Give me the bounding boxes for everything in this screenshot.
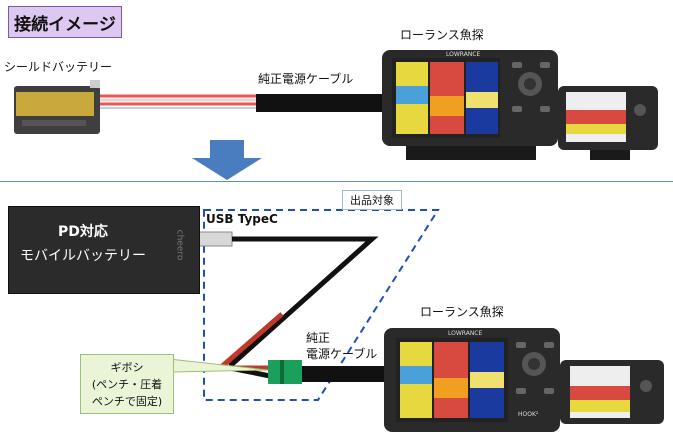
usb-label: USB TypeC [206,212,278,226]
battery-wires [100,94,256,109]
down-arrow [192,140,262,180]
battery-brand: cheero [174,229,185,261]
scope-dashed-outline [203,209,440,401]
power-cable-top [256,94,386,112]
usb-plug [195,231,233,247]
bottom-connection-illustration: LOWRANCE HOOK² [158,209,664,432]
pd-battery-line1: PD対応 [58,224,108,240]
fishfinder-large-top [382,50,558,160]
power-cable-bottom [302,366,392,382]
model-mark-bottom: HOOK² [518,411,539,418]
usb-cable [228,236,379,368]
shield-battery [14,80,100,134]
section-divider [0,181,673,182]
cable-label-bottom-line2: 電源ケーブル [306,347,378,361]
fishfinder-small-bottom [560,360,664,424]
pd-mobile-battery [8,206,200,294]
callout-pointer [158,357,269,373]
fishfinder-label-bottom: ローランス魚探 [420,305,504,319]
callout-line3: ペンチで固定) [91,394,163,408]
fishfinder-small-top [558,86,658,160]
gibosi-connector [268,360,302,384]
red-wire [213,312,284,371]
callout-line1: ギボシ [110,360,144,374]
scope-tag: 出品対象 [342,190,402,210]
cable-label-bottom-line1: 純正 [306,331,331,345]
brand-mark-top: LOWRANCE [446,51,480,58]
cable-label-top: 純正電源ケーブル [258,72,354,86]
fishfinder-large-bottom [384,328,560,432]
pd-battery-line2: モバイルバッテリー [20,248,146,264]
fishfinder-label-top: ローランス魚探 [400,28,484,42]
pd-battery-text: PD対応 モバイルバッテリー [8,220,158,268]
page-title: 接続イメージ [8,6,122,38]
battery-label: シールドバッテリー [4,60,113,74]
gibosi-callout: ギボシ (ペンチ・圧着 ペンチで固定) [80,354,174,414]
brand-mark-bottom: LOWRANCE [448,330,482,337]
callout-line2: (ペンチ・圧着 [91,377,163,391]
top-connection-illustration: LOWRANCE [14,50,658,180]
